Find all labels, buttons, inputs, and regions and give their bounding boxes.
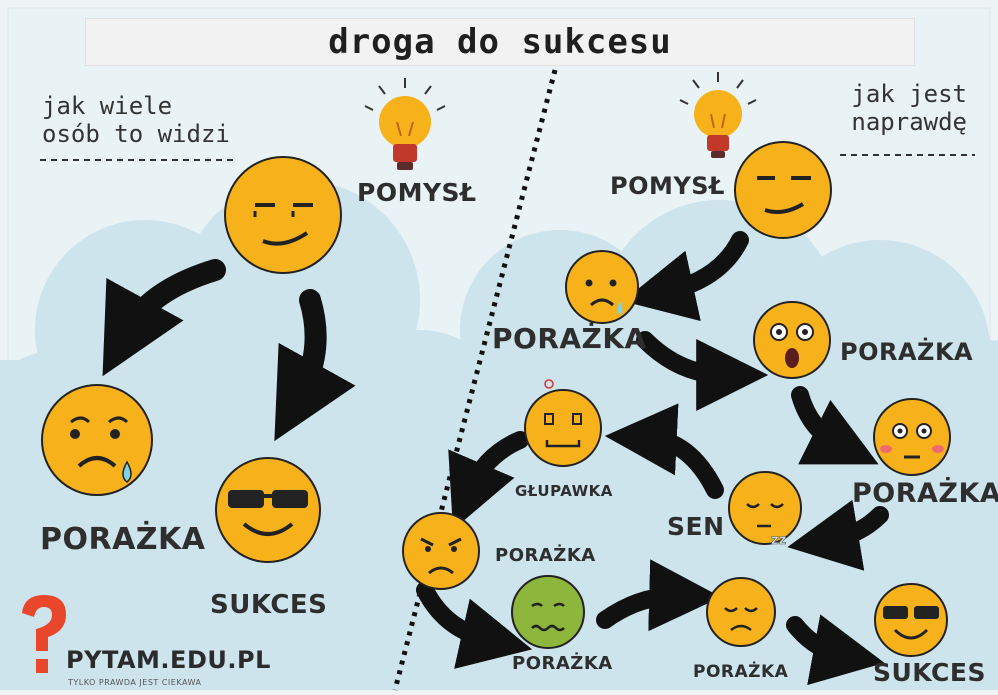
right-idea-label: POMYSŁ xyxy=(610,172,725,200)
step-label-3: PORAŻKA xyxy=(852,478,998,509)
arrow-icon xyxy=(102,259,356,442)
left-failure-label: PORAŻKA xyxy=(40,522,206,557)
tired-face xyxy=(706,577,776,647)
step-label-sen: SEN xyxy=(667,512,725,541)
sunglasses-icon xyxy=(228,490,308,508)
zzz-icon: zz xyxy=(771,533,786,548)
step-label-1: PORAŻKA xyxy=(492,322,647,355)
robot-face xyxy=(524,379,602,467)
sad-face xyxy=(565,250,639,324)
light-bulb-icon xyxy=(364,78,446,170)
right-caption: jak jest naprawdę xyxy=(851,80,967,136)
right-success-label: SUKCES xyxy=(873,658,986,687)
smirk-face xyxy=(734,141,832,239)
page-title: droga do sukcesu xyxy=(85,18,915,66)
left-success-label: SUKCES xyxy=(210,590,328,620)
logo-tagline: TYLKO PRAWDA JEST CIEKAWA xyxy=(68,678,202,687)
sleeping-face: zz xyxy=(728,471,802,548)
left-caption: jak wiele osób to widzi xyxy=(42,92,230,148)
step-label-6: PORAŻKA xyxy=(693,662,789,682)
blushing-face xyxy=(873,398,951,476)
arrow-icon xyxy=(416,231,889,686)
left-idea-label: POMYSŁ xyxy=(357,178,477,207)
sunglasses-icon xyxy=(883,606,939,619)
sad-face xyxy=(41,384,153,496)
smirk-face xyxy=(224,156,342,274)
logo-question-icon xyxy=(22,595,66,673)
logo-name: PYTAM.EDU.PL xyxy=(66,646,271,674)
step-label-5: PORAŻKA xyxy=(512,653,613,674)
cool-face xyxy=(874,583,948,657)
light-bulb-icon xyxy=(679,72,757,158)
cool-face xyxy=(215,457,321,563)
sick-face xyxy=(511,575,585,649)
angry-face xyxy=(402,512,480,590)
step-label-glupawka: GŁUPAWKA xyxy=(515,482,613,500)
step-label-2: PORAŻKA xyxy=(840,338,974,366)
tear-icon xyxy=(122,460,132,483)
shocked-face xyxy=(753,301,831,379)
step-label-4: PORAŻKA xyxy=(495,545,596,566)
